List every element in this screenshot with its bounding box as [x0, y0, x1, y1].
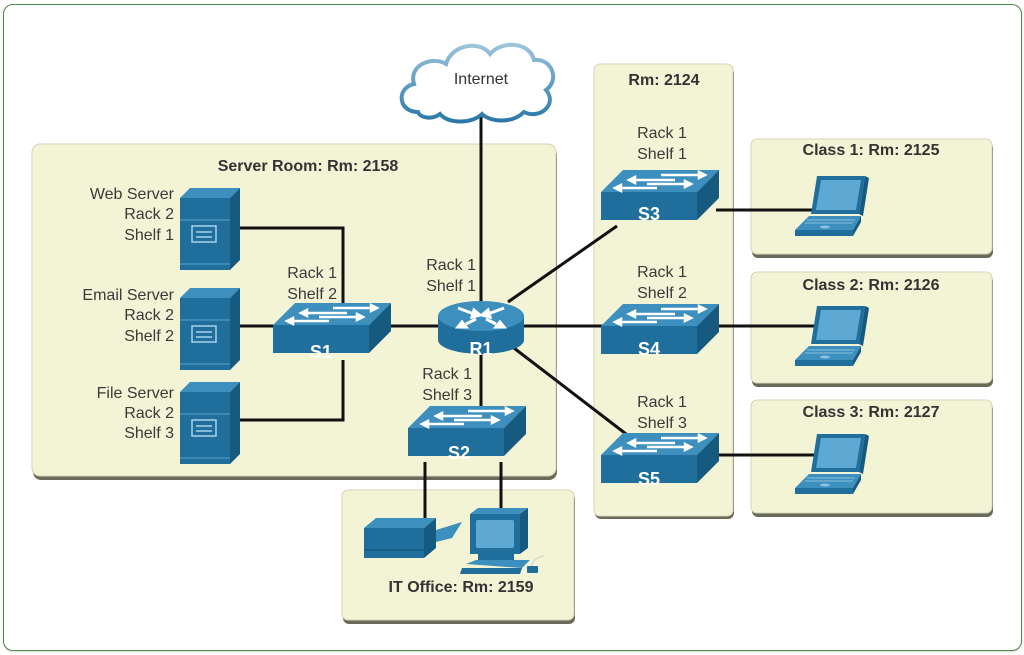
switch-s5[interactable]: S5 Rack 1 Shelf 3	[599, 394, 721, 489]
server-icon	[179, 187, 241, 271]
switch-rack: Rack 1	[637, 264, 687, 281]
switch-name: S2	[448, 443, 470, 463]
room-class-3: Class 3: Rm: 2127	[750, 399, 993, 517]
router-shelf: Shelf 1	[426, 278, 476, 295]
room-title-class-1: Class 1: Rm: 2125	[803, 142, 940, 159]
room-title-rm-2124: Rm: 2124	[628, 72, 699, 89]
switch-shelf: Shelf 2	[287, 286, 337, 303]
room-title-class-2: Class 2: Rm: 2126	[803, 277, 940, 294]
server-rack: Rack 2	[124, 307, 174, 324]
room-title-it-office: IT Office: Rm: 2159	[389, 579, 534, 596]
printer-icon[interactable]	[364, 518, 462, 558]
room-class-2: Class 2: Rm: 2126	[750, 271, 993, 387]
switch-shelf: Shelf 3	[637, 415, 687, 432]
server-shelf: Shelf 3	[124, 425, 174, 442]
switch-rack: Rack 1	[287, 265, 337, 282]
email-server[interactable]: Email Server Rack 2 Shelf 2	[82, 287, 241, 371]
links	[240, 112, 824, 522]
cloud-icon	[399, 42, 556, 124]
switch-shelf: Shelf 3	[422, 387, 472, 404]
server-shelf: Shelf 1	[124, 227, 174, 244]
server-rack: Rack 2	[124, 405, 174, 422]
server-name: Web Server	[90, 186, 175, 203]
router-rack: Rack 1	[426, 257, 476, 274]
server-shelf: Shelf 2	[124, 328, 174, 345]
web-server[interactable]: Web Server Rack 2 Shelf 1	[90, 186, 241, 271]
server-rack: Rack 2	[124, 206, 174, 223]
room-title-server-room: Server Room: Rm: 2158	[218, 158, 399, 175]
server-name: File Server	[97, 385, 175, 402]
link-r1-s3	[507, 224, 618, 304]
router-icon	[438, 301, 524, 354]
switch-name: S1	[310, 342, 332, 362]
cloud-label: Internet	[454, 71, 509, 88]
switch-s3[interactable]: S3 Rack 1 Shelf 1	[599, 125, 721, 224]
switch-name: S5	[638, 469, 660, 489]
switch-shelf: Shelf 1	[637, 146, 687, 163]
room-title-class-3: Class 3: Rm: 2127	[803, 404, 940, 421]
link-file-server-s1	[240, 360, 345, 422]
switch-name: S4	[638, 339, 660, 359]
internet-cloud[interactable]: Internet	[399, 42, 556, 124]
server-icon	[179, 287, 241, 371]
switch-rack: Rack 1	[637, 394, 687, 411]
link-r1-s5	[509, 343, 631, 439]
room-class-1: Class 1: Rm: 2125	[750, 138, 993, 258]
switch-name: S3	[638, 204, 660, 224]
switch-s1[interactable]: S1 Rack 1 Shelf 2	[271, 265, 393, 362]
link-web-server-s1	[240, 226, 345, 305]
switch-s2[interactable]: S2 Rack 1 Shelf 3	[406, 366, 528, 463]
router-name: R1	[469, 339, 492, 359]
server-icon	[179, 381, 241, 465]
pc-icon[interactable]	[460, 508, 545, 574]
switch-rack: Rack 1	[422, 366, 472, 383]
file-server[interactable]: File Server Rack 2 Shelf 3	[97, 381, 241, 465]
server-name: Email Server	[82, 287, 174, 304]
router-r1[interactable]: R1 Rack 1 Shelf 1	[426, 257, 524, 359]
switch-shelf: Shelf 2	[637, 285, 687, 302]
switch-s4[interactable]: S4 Rack 1 Shelf 2	[599, 264, 721, 359]
switch-rack: Rack 1	[637, 125, 687, 142]
